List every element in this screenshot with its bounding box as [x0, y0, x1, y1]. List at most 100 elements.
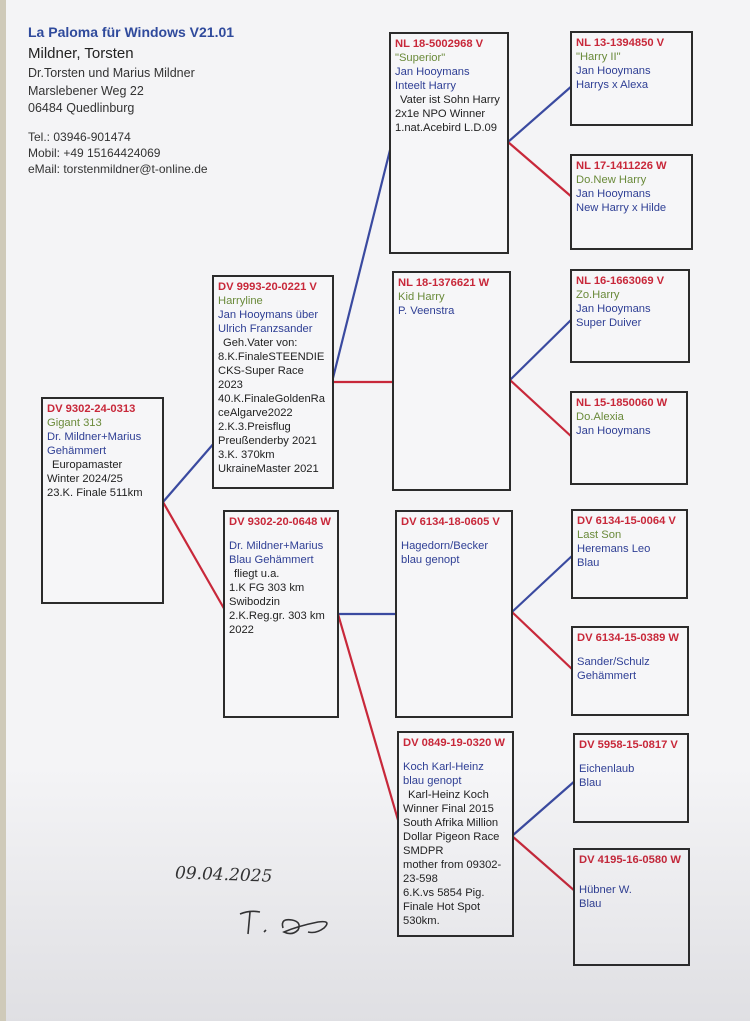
pigeon-ffm-card[interactable]: NL 17-1411226 W Do.New Harry Jan Hooyman…	[570, 154, 693, 250]
pigeon-fmf-card[interactable]: NL 16-1663069 V Zo.Harry Jan Hooymans Su…	[570, 269, 690, 363]
color: Blau	[579, 898, 602, 910]
ring-number: NL 17-1411226 W	[576, 160, 667, 172]
color: Blau Gehämmert	[229, 554, 314, 566]
color: Gehämmert	[577, 670, 637, 682]
breeder: Eichenlaub	[579, 763, 635, 775]
note: 40.K.FinaleGoldenRa	[218, 393, 325, 405]
pigeon-mmm-card[interactable]: DV 4195-16-0580 W Hübner W. Blau	[573, 848, 690, 966]
note: 530km.	[403, 915, 440, 927]
ring-number: DV 5958-15-0817 V	[579, 739, 678, 751]
ring-number: DV 6134-15-0064 V	[577, 515, 676, 527]
note: South Afrika Million	[403, 817, 499, 829]
note: 6.K.vs 5854 Pig.	[403, 887, 485, 899]
note: mother from 09302-	[403, 859, 502, 871]
pigeon-fm-card[interactable]: NL 18-1376621 W Kid Harry P. Veenstra	[392, 271, 511, 491]
note: Finale Hot Spot	[403, 901, 481, 913]
breeder: Dr. Mildner+Marius	[229, 540, 324, 552]
breeder: Heremans Leo	[577, 543, 651, 555]
note: Swibodzin	[229, 596, 280, 608]
note: 1.K FG 303 km	[229, 582, 305, 594]
note: Geh.Vater von:	[223, 337, 298, 349]
ring-number: DV 9302-20-0648 W	[229, 516, 331, 528]
note: CKS-Super Race	[218, 365, 304, 377]
line-mf-mff	[511, 554, 574, 613]
breeder: Jan Hooymans	[395, 66, 470, 78]
line-mother-mm	[336, 613, 400, 821]
pigeon-fmm-card[interactable]: NL 15-1850060 W Do.Alexia Jan Hooymans	[570, 391, 688, 485]
pigeon-mm-card[interactable]: DV 0849-19-0320 W Koch Karl-Heinz blau g…	[397, 731, 514, 937]
ring-number: NL 18-5002968 V	[395, 38, 484, 50]
software-title: La Paloma für Windows V21.01	[28, 24, 235, 40]
info: Inteelt Harry	[395, 80, 456, 92]
note: Winner Final 2015	[403, 803, 494, 815]
breeder: Sander/Schulz	[577, 656, 650, 668]
line-mm-mmf	[511, 779, 577, 837]
owner-mobile: Mobil: +49 15164424069	[28, 146, 161, 160]
breeder: P. Veenstra	[398, 305, 455, 317]
ring-number: NL 16-1663069 V	[576, 275, 665, 287]
note: 2.K.Reg.gr. 303 km	[229, 610, 325, 622]
line-ff-fff	[507, 84, 574, 143]
pigeon-mfm-card[interactable]: DV 6134-15-0389 W Sander/Schulz Gehämmer…	[571, 626, 689, 716]
note: 3.K. 370km	[218, 449, 275, 461]
ring-number: DV 6134-18-0605 V	[401, 516, 500, 528]
line-father-ff	[330, 141, 394, 383]
pigeon-name: Do.Alexia	[576, 411, 624, 423]
note: 23.K. Finale 511km	[47, 487, 143, 499]
note: Karl-Heinz Koch	[408, 789, 489, 801]
note: Preußenderby 2021	[218, 435, 317, 447]
ring-number: DV 9302-24-0313	[47, 403, 136, 415]
note: Vater ist Sohn Harry	[400, 94, 500, 106]
note: fliegt u.a.	[234, 568, 280, 580]
breeder: Hübner W.	[579, 884, 632, 896]
ring-number: DV 9993-20-0221 V	[218, 281, 317, 293]
pigeon-mf-card[interactable]: DV 6134-18-0605 V Hagedorn/Becker blau g…	[395, 510, 513, 718]
note: 2x1e NPO Winner	[395, 108, 486, 120]
note: 2022	[229, 624, 254, 636]
note: 8.K.FinaleSTEENDIE	[218, 351, 325, 363]
breeder: Jan Hooymans über	[218, 309, 319, 321]
pigeon-root-card[interactable]: DV 9302-24-0313 Gigant 313 Dr. Mildner+M…	[41, 397, 164, 604]
note: Europamaster	[52, 459, 123, 471]
ring-number: DV 4195-16-0580 W	[579, 854, 681, 866]
note: 2023	[218, 379, 243, 391]
note: Winter 2024/25	[47, 473, 123, 485]
pigeon-fff-card[interactable]: NL 13-1394850 V "Harry II" Jan Hooymans …	[570, 31, 693, 126]
pigeon-name: Zo.Harry	[576, 289, 620, 301]
color: blau genopt	[401, 554, 460, 566]
owner-city: 06484 Quedlinburg	[28, 101, 135, 115]
info: Harrys x Alexa	[576, 79, 649, 91]
ring-number: DV 6134-15-0389 W	[577, 632, 679, 644]
line-root-mother	[162, 501, 227, 613]
breeder: Jan Hooymans	[576, 303, 651, 315]
pigeon-name: "Harry II"	[576, 51, 621, 63]
pigeon-mother-card[interactable]: DV 9302-20-0648 W Dr. Mildner+Marius Bla…	[223, 510, 339, 718]
owner-phone: Tel.: 03946-901474	[28, 130, 131, 144]
breeder: Jan Hooymans	[576, 65, 651, 77]
pigeon-ff-card[interactable]: NL 18-5002968 V "Superior" Jan Hooymans …	[389, 32, 509, 254]
line-ff-ffm	[507, 141, 574, 199]
owner-line-1: Dr.Torsten und Marius Mildner	[28, 66, 195, 80]
ring-number: NL 15-1850060 W	[576, 397, 668, 409]
breeder: Koch Karl-Heinz	[403, 761, 484, 773]
pigeon-mmf-card[interactable]: DV 5958-15-0817 V Eichenlaub Blau	[573, 733, 689, 823]
color: Gehämmert	[47, 445, 107, 457]
line-fm-fmf	[509, 317, 574, 381]
color: blau genopt	[403, 775, 462, 787]
line-root-father	[162, 441, 216, 503]
breeder: Dr. Mildner+Marius	[47, 431, 142, 443]
pigeon-name: Kid Harry	[398, 291, 445, 303]
pigeon-mff-card[interactable]: DV 6134-15-0064 V Last Son Heremans Leo …	[571, 509, 688, 599]
pigeon-name: Gigant 313	[47, 417, 102, 429]
pigeon-father-card[interactable]: DV 9993-20-0221 V Harryline Jan Hooymans…	[212, 275, 334, 489]
note: 23-598	[403, 873, 438, 885]
pigeon-name: "Superior"	[395, 52, 446, 64]
ring-number: DV 0849-19-0320 W	[403, 737, 505, 749]
info: Super Duiver	[576, 317, 642, 329]
note: SMDPR	[403, 845, 444, 857]
owner-name: Mildner, Torsten	[28, 45, 134, 62]
note: Dollar Pigeon Race	[403, 831, 500, 843]
ring-number: NL 18-1376621 W	[398, 277, 490, 289]
info: New Harry x Hilde	[576, 202, 667, 214]
